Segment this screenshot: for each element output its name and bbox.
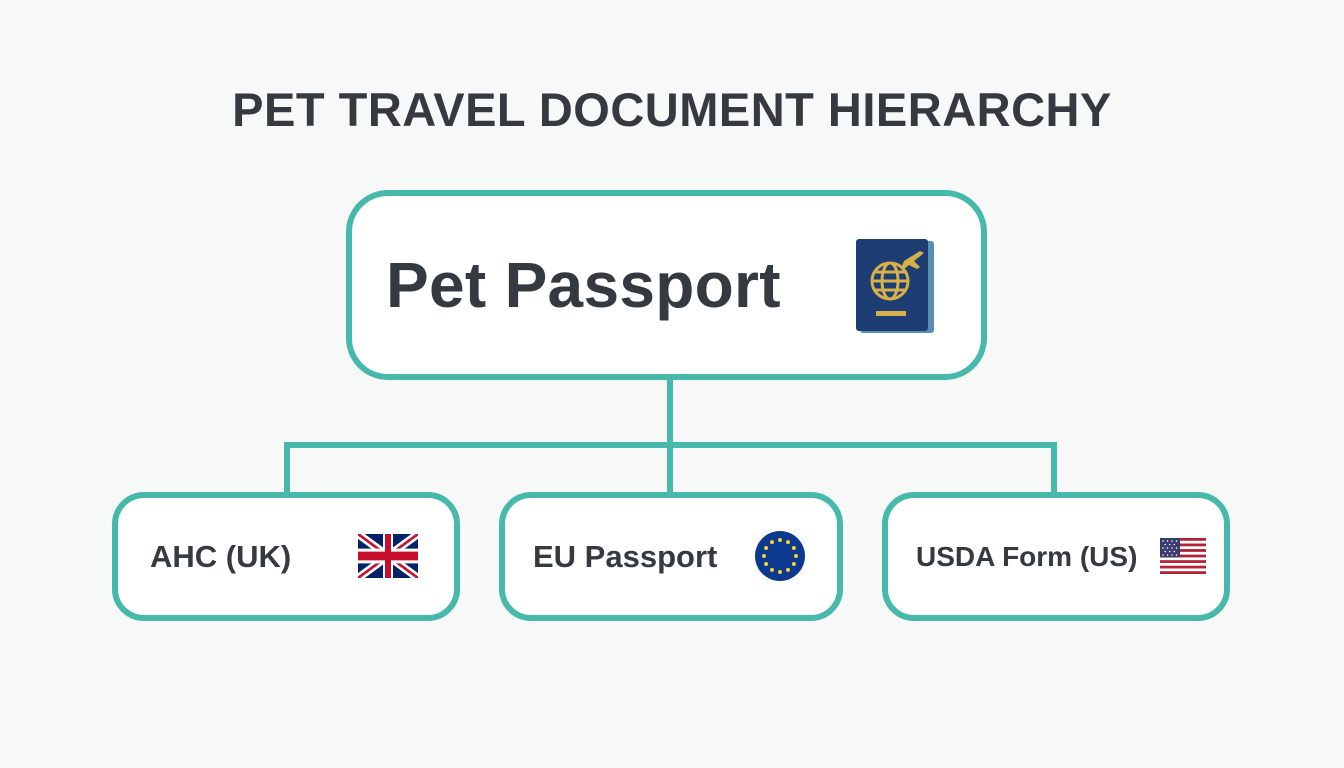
node-pet-passport: Pet Passport: [346, 190, 987, 380]
node-ahc-uk: AHC (UK): [112, 492, 460, 621]
eu-flag-icon: [755, 531, 805, 581]
node-eu-passport-label: EU Passport: [533, 538, 718, 574]
node-eu-passport: EU Passport: [499, 492, 843, 621]
diagram-title: PET TRAVEL DOCUMENT HIERARCHY: [232, 83, 1112, 136]
node-ahc-uk-label: AHC (UK): [150, 538, 292, 574]
passport-icon: [856, 239, 934, 333]
node-usda-form-label: USDA Form (US): [916, 540, 1138, 572]
us-flag-icon: [1160, 538, 1206, 574]
node-usda-form: USDA Form (US): [882, 492, 1230, 621]
uk-flag-icon: [358, 534, 418, 578]
node-pet-passport-label: Pet Passport: [386, 249, 781, 321]
